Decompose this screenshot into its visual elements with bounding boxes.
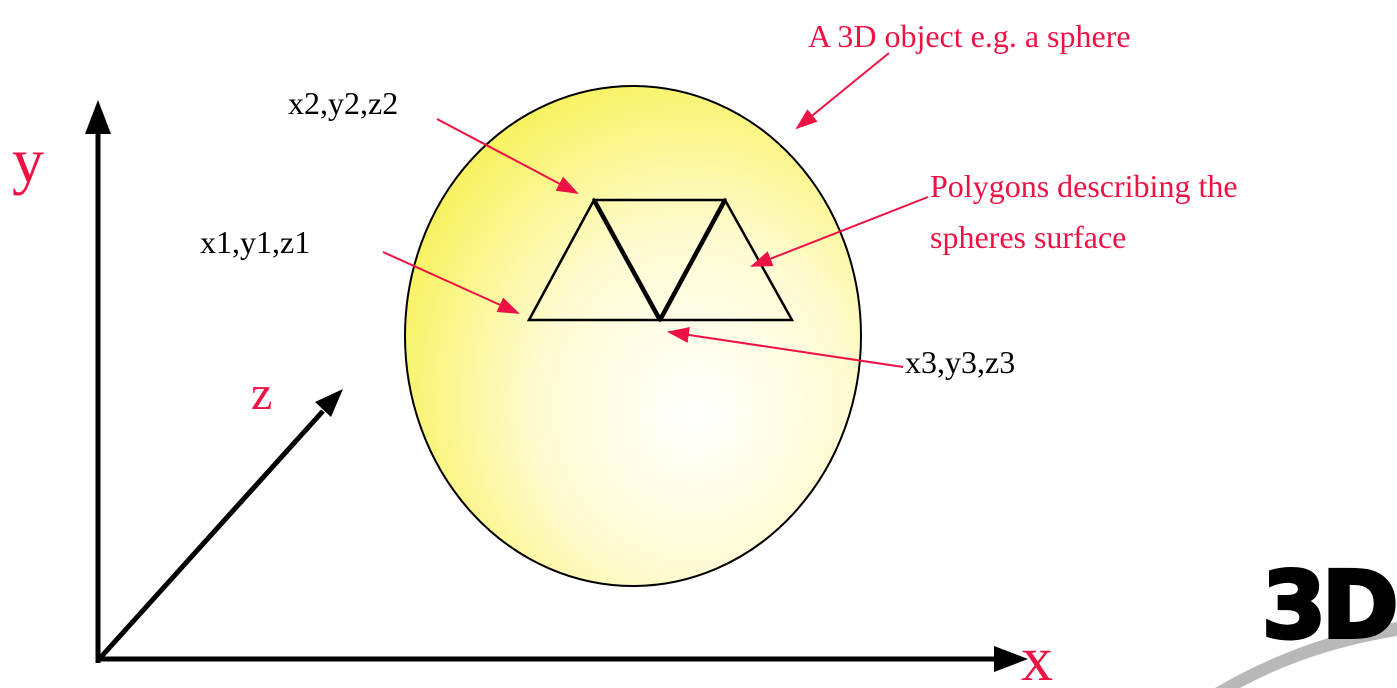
z-axis-label: z (251, 367, 272, 420)
y-axis-label: y (12, 125, 44, 196)
vertex-label-3: x3,y3,z3 (905, 344, 1015, 380)
arrow-to-v2 (436, 118, 579, 194)
surface-polygons (526, 197, 795, 323)
x-axis-arrowhead (994, 646, 1028, 672)
arrow-to-v3 (667, 327, 904, 368)
object-annotation: A 3D object e.g. a sphere (808, 18, 1131, 54)
arrow-to-v1 (382, 251, 520, 314)
polygons-annotation-line2: spheres surface (930, 219, 1126, 255)
logo-swoosh (1215, 622, 1397, 688)
vertex-label-1: x1,y1,z1 (200, 224, 310, 260)
logo-text: 3D (1262, 552, 1394, 659)
vertex-label-2: x2,y2,z2 (288, 85, 398, 121)
arrow-to-polygons (750, 196, 929, 267)
z-axis-arrowhead (315, 389, 343, 417)
polygon-shared-edge-left (592, 198, 662, 322)
pointer-arrows (382, 52, 929, 368)
z-axis (99, 409, 325, 659)
sphere (404, 85, 862, 587)
polygon-shared-edge-right (658, 198, 727, 322)
coordinate-axes (85, 100, 1028, 672)
3d-logo-icon: 3D (1215, 550, 1397, 688)
y-axis-arrowhead (85, 100, 111, 134)
arrow-to-sphere (795, 52, 890, 130)
x-axis-label: x (1021, 623, 1053, 688)
polygons-annotation-line1: Polygons describing the (930, 168, 1238, 204)
